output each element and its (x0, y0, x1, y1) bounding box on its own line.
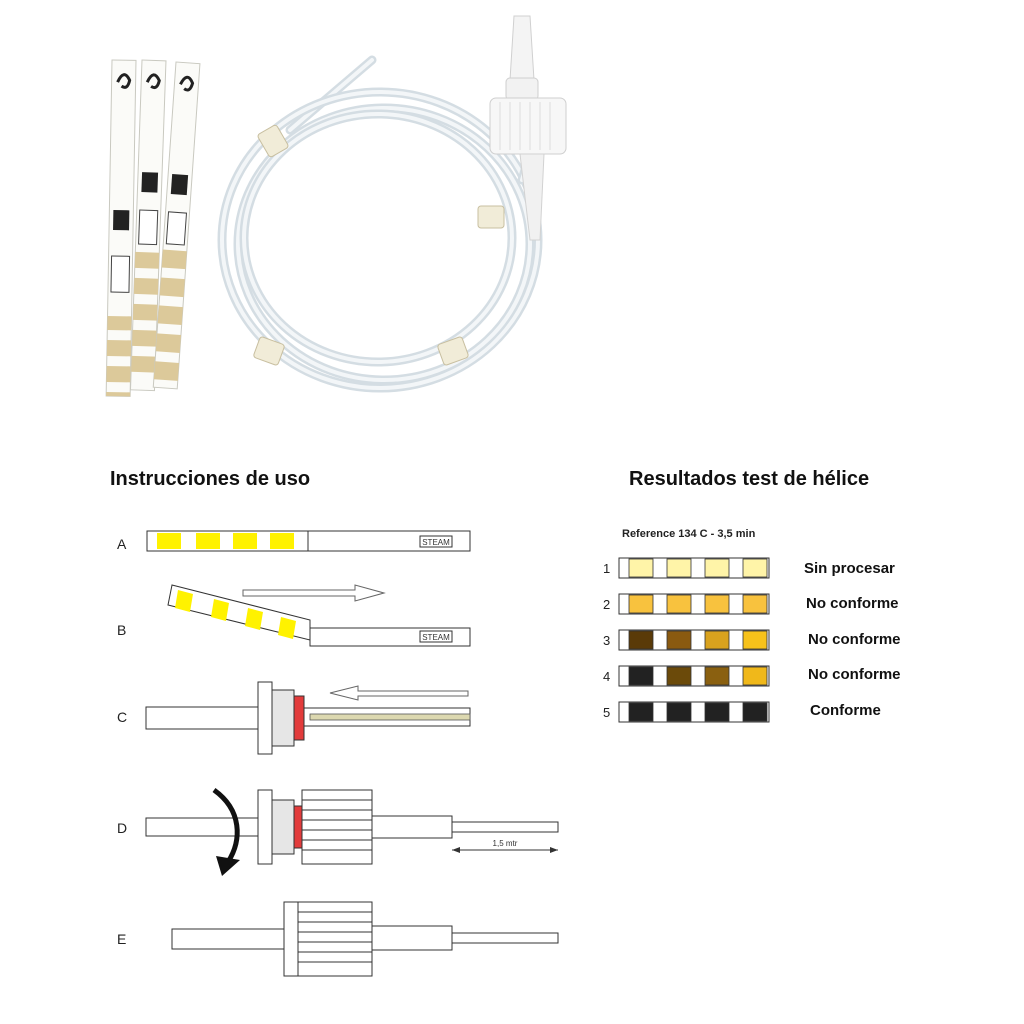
tube-clips (253, 124, 505, 366)
result-strip (618, 557, 770, 579)
indicator-strip-3 (152, 61, 201, 390)
step-a-strip: STEAM (146, 530, 471, 552)
result-strip-outline (618, 665, 770, 687)
result-label: Conforme (810, 702, 881, 719)
result-color-cell (742, 702, 768, 722)
instructions-heading: Instrucciones de uso (110, 468, 311, 490)
result-label: No conforme (808, 666, 901, 683)
step-b-steam-label: STEAM (422, 633, 450, 642)
result-color-cell (704, 702, 730, 722)
result-color-cell (628, 630, 654, 650)
rotation-arrow-icon (212, 787, 240, 876)
result-color-cell (742, 666, 768, 686)
step-c-device (145, 681, 471, 755)
result-strip-outline (618, 593, 770, 615)
result-color-cell (666, 630, 692, 650)
dimension-indicator (452, 847, 558, 853)
step-letter-a: A (117, 536, 127, 552)
result-color-cell (666, 702, 692, 722)
indicator-strip-1 (105, 59, 137, 397)
result-strip (618, 593, 770, 615)
dimension-label: 1,5 mtr (493, 839, 518, 848)
step-d-device (145, 789, 559, 865)
result-strip (618, 629, 770, 651)
result-strip-outline (618, 557, 770, 579)
indicator-strip-2 (129, 59, 167, 392)
result-color-cell (666, 558, 692, 578)
result-strip (618, 665, 770, 687)
result-color-cell (704, 666, 730, 686)
result-row-number: 3 (603, 633, 611, 648)
step-letter-b: B (117, 622, 127, 638)
result-row-number: 5 (603, 705, 611, 720)
step-a-steam-label: STEAM (422, 538, 450, 547)
result-color-cell (666, 666, 692, 686)
result-label: Sin procesar (804, 560, 895, 577)
result-color-cell (742, 630, 768, 650)
step-letter-e: E (117, 931, 127, 947)
result-strip-outline (618, 701, 770, 723)
results-heading: Resultados test de hélice (629, 468, 870, 490)
result-row-number: 4 (603, 669, 611, 684)
result-color-cell (628, 558, 654, 578)
result-strip (618, 701, 770, 723)
result-color-cell (628, 666, 654, 686)
reference-label: Reference 134 C - 3,5 min (622, 528, 756, 540)
result-color-cell (704, 558, 730, 578)
result-color-cell (704, 630, 730, 650)
result-color-cell (666, 594, 692, 614)
result-row-number: 2 (603, 597, 611, 612)
result-color-cell (628, 702, 654, 722)
result-color-cell (704, 594, 730, 614)
result-label: No conforme (806, 595, 899, 612)
product-photo (105, 15, 567, 397)
step-b-arrow (242, 584, 386, 602)
step-e-device (171, 901, 559, 977)
result-color-cell (742, 558, 768, 578)
result-strip-outline (618, 629, 770, 651)
step-b-strip: STEAM (167, 584, 471, 647)
result-color-cell (628, 594, 654, 614)
helix-connector (489, 15, 567, 241)
result-color-cell (742, 594, 768, 614)
result-row-number: 1 (603, 561, 611, 576)
step-letter-c: C (117, 709, 128, 725)
step-letter-d: D (117, 820, 128, 836)
result-label: No conforme (808, 631, 901, 648)
